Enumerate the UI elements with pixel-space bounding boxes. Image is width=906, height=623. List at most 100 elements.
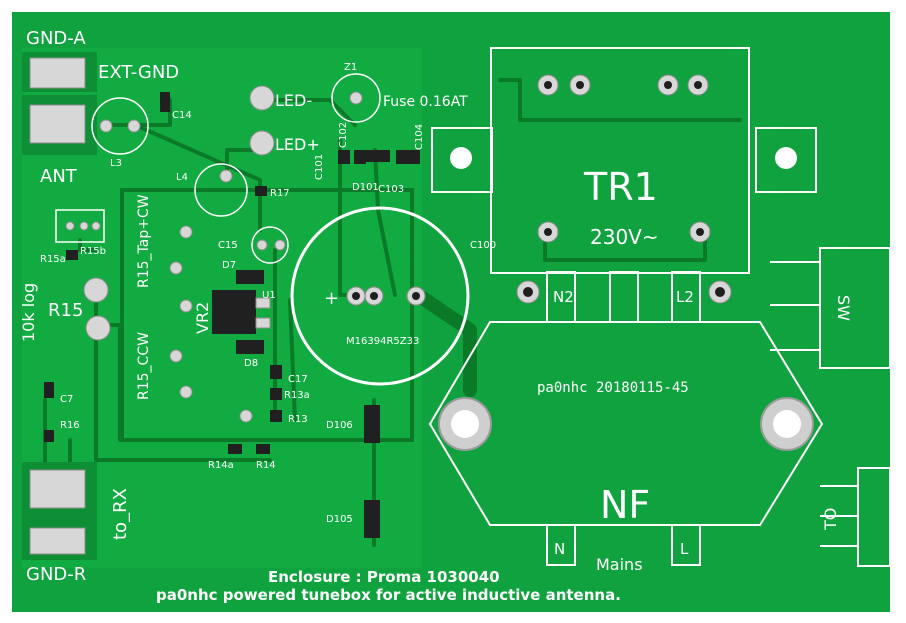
label-to-rx: to_RX xyxy=(110,488,131,540)
c15-pad xyxy=(274,239,286,251)
tr1-right-flange xyxy=(755,127,817,193)
c101-part xyxy=(338,150,350,164)
label-r15-ccw: R15_CCW xyxy=(136,332,152,400)
gnd-r-pad xyxy=(29,527,86,555)
label-c17: C17 xyxy=(288,374,308,385)
label-c15: C15 xyxy=(218,240,238,251)
r13a-part xyxy=(270,388,282,400)
tr1-pin-hole xyxy=(544,228,552,236)
label-r14a: R14a xyxy=(208,460,234,471)
c15-pad xyxy=(256,239,268,251)
label-d105: D105 xyxy=(326,514,353,525)
d106-part xyxy=(364,405,380,443)
label-ant: ANT xyxy=(40,166,78,187)
label-d8: D8 xyxy=(244,358,258,369)
r17-part xyxy=(255,186,267,196)
tr1-left-mount-hole xyxy=(450,147,472,169)
sw-pins xyxy=(770,261,820,351)
l4-pad xyxy=(219,169,233,183)
sw-outline xyxy=(819,247,891,369)
label-r17: R17 xyxy=(270,188,290,199)
c7-part xyxy=(44,382,54,398)
l2-tab xyxy=(671,271,701,323)
led-plus-pad xyxy=(249,130,275,156)
r15b-pad xyxy=(79,221,89,231)
cap-pad-hole xyxy=(352,292,360,300)
c17-part xyxy=(270,365,282,379)
label-description: pa0nhc powered tunebox for active induct… xyxy=(156,586,621,604)
tr1-pin-hole xyxy=(694,81,702,89)
label-d106: D106 xyxy=(326,420,353,431)
label-n2: N2 xyxy=(553,288,574,306)
smd-parts xyxy=(44,92,420,538)
tr1-right-mount-hole xyxy=(775,147,797,169)
label-c101: C101 xyxy=(314,154,325,180)
label-sw: SW xyxy=(834,295,853,321)
r15b-pad xyxy=(91,221,101,231)
label-l2: L2 xyxy=(676,288,694,306)
label-revision: pa0nhc 20180115-45 xyxy=(537,380,689,396)
label-r15-tap-cw: R15_Tap+CW xyxy=(136,194,152,288)
c15-outline xyxy=(251,226,289,264)
label-enclosure: Enclosure : Proma 1030040 xyxy=(268,568,500,586)
big-capacitor-outline xyxy=(290,206,470,386)
label-vr2: VR2 xyxy=(193,302,212,334)
label-c100: C100 xyxy=(470,240,496,251)
led-minus-pad xyxy=(249,85,275,111)
r13-part xyxy=(270,410,282,422)
label-r15a: R15a xyxy=(40,254,66,265)
r15-pad xyxy=(83,277,109,303)
r16-part xyxy=(44,430,54,442)
label-d7: D7 xyxy=(222,260,236,271)
label-r15: R15 xyxy=(48,300,83,321)
label-c104: C104 xyxy=(414,124,425,150)
d7-part xyxy=(236,270,264,284)
label-c7: C7 xyxy=(60,394,73,405)
label-r13a: R13a xyxy=(284,390,310,401)
d105-part xyxy=(364,500,380,538)
d101-part xyxy=(366,150,390,162)
to-rx-pad xyxy=(29,469,86,509)
r15-pad xyxy=(85,315,111,341)
nf-outline xyxy=(428,321,824,526)
label-n: N xyxy=(554,540,565,558)
label-gnd-r: GND-R xyxy=(26,564,86,585)
vr2-pad xyxy=(169,261,183,275)
nf-right-mount-hole xyxy=(773,410,801,438)
tr1-pin-hole xyxy=(664,81,672,89)
label-u1: U1 xyxy=(262,290,276,301)
l3-pad xyxy=(99,119,113,133)
r15a-part xyxy=(66,250,78,260)
c103-part xyxy=(396,150,408,164)
tr1-left-flange xyxy=(431,127,493,193)
d8-part xyxy=(236,340,264,354)
label-r14: R14 xyxy=(256,460,276,471)
vr2-pad xyxy=(179,299,193,313)
l3-outline xyxy=(91,97,149,155)
u1-tab xyxy=(255,297,271,309)
z1-pad xyxy=(349,91,363,105)
label-l3: L3 xyxy=(110,158,122,169)
c104-part xyxy=(408,150,420,164)
label-tr1: TR1 xyxy=(583,165,658,209)
label-230v: 230V~ xyxy=(590,225,659,249)
vr2-pads xyxy=(169,225,253,423)
l4-outline xyxy=(194,163,248,217)
label-plus: + xyxy=(324,288,339,309)
label-nf: NF xyxy=(600,483,650,527)
label-c14: C14 xyxy=(172,110,192,121)
n-tab xyxy=(546,524,576,566)
to-pins xyxy=(820,485,858,547)
cap-pad-hole xyxy=(370,292,378,300)
label-d101: D101 xyxy=(352,182,379,193)
label-l4: L4 xyxy=(176,172,188,183)
tr1-pin-hole xyxy=(544,81,552,89)
vr2-pad xyxy=(169,349,183,363)
label-r16: R16 xyxy=(60,420,80,431)
gnd-a-pad xyxy=(29,57,86,89)
label-led-minus: LED- xyxy=(275,91,312,110)
l-tab xyxy=(671,524,701,566)
label-fuse: Fuse 0.16AT xyxy=(383,94,468,110)
label-z1: Z1 xyxy=(344,62,357,73)
